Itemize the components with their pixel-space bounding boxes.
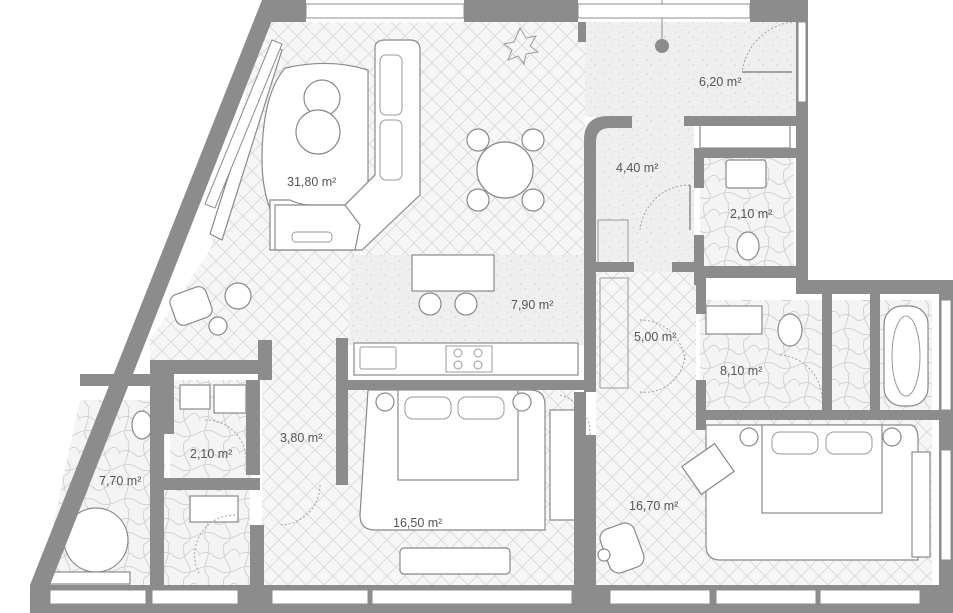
room-area-bath-left: 7,70 m² [99, 474, 141, 488]
sink [189, 495, 239, 523]
room-area-entry: 6,20 m² [699, 75, 741, 89]
room-area-master-bath: 8,10 m² [720, 364, 762, 378]
dresser [399, 547, 511, 575]
kitchen-island [411, 254, 495, 292]
room-labels: 31,80 m² 6,20 m² 4,40 m² 2,10 m² 7,90 m²… [99, 75, 772, 530]
sink [705, 305, 763, 335]
toilet [131, 410, 153, 440]
coffee-table [295, 109, 341, 155]
bathtub [883, 305, 929, 407]
sink [725, 159, 767, 189]
plant-icon [502, 26, 540, 66]
lamp-icon [655, 39, 669, 53]
room-area-corridor: 4,40 m² [616, 161, 658, 175]
wardrobe [549, 409, 577, 521]
furniture [49, 0, 931, 585]
doors [194, 21, 823, 576]
room-area-guest-shower: 2,10 m² [190, 447, 232, 461]
washer [213, 384, 247, 414]
walls [30, 0, 953, 613]
room-area-bedroom-1: 16,50 m² [393, 516, 442, 530]
room-area-wardrobe: 5,00 m² [634, 330, 676, 344]
bed [761, 424, 883, 514]
room-area-bedroom-2: 16,70 m² [629, 499, 678, 513]
kitchen-counter [353, 342, 579, 376]
room-area-hall: 3,80 m² [280, 431, 322, 445]
toilet [777, 313, 803, 347]
room-area-living: 31,80 m² [287, 175, 336, 189]
toilet [736, 231, 760, 261]
room-area-wc: 2,10 m² [730, 207, 772, 221]
sink [179, 384, 211, 410]
bench [49, 571, 131, 585]
room-area-kitchen: 7,90 m² [511, 298, 553, 312]
